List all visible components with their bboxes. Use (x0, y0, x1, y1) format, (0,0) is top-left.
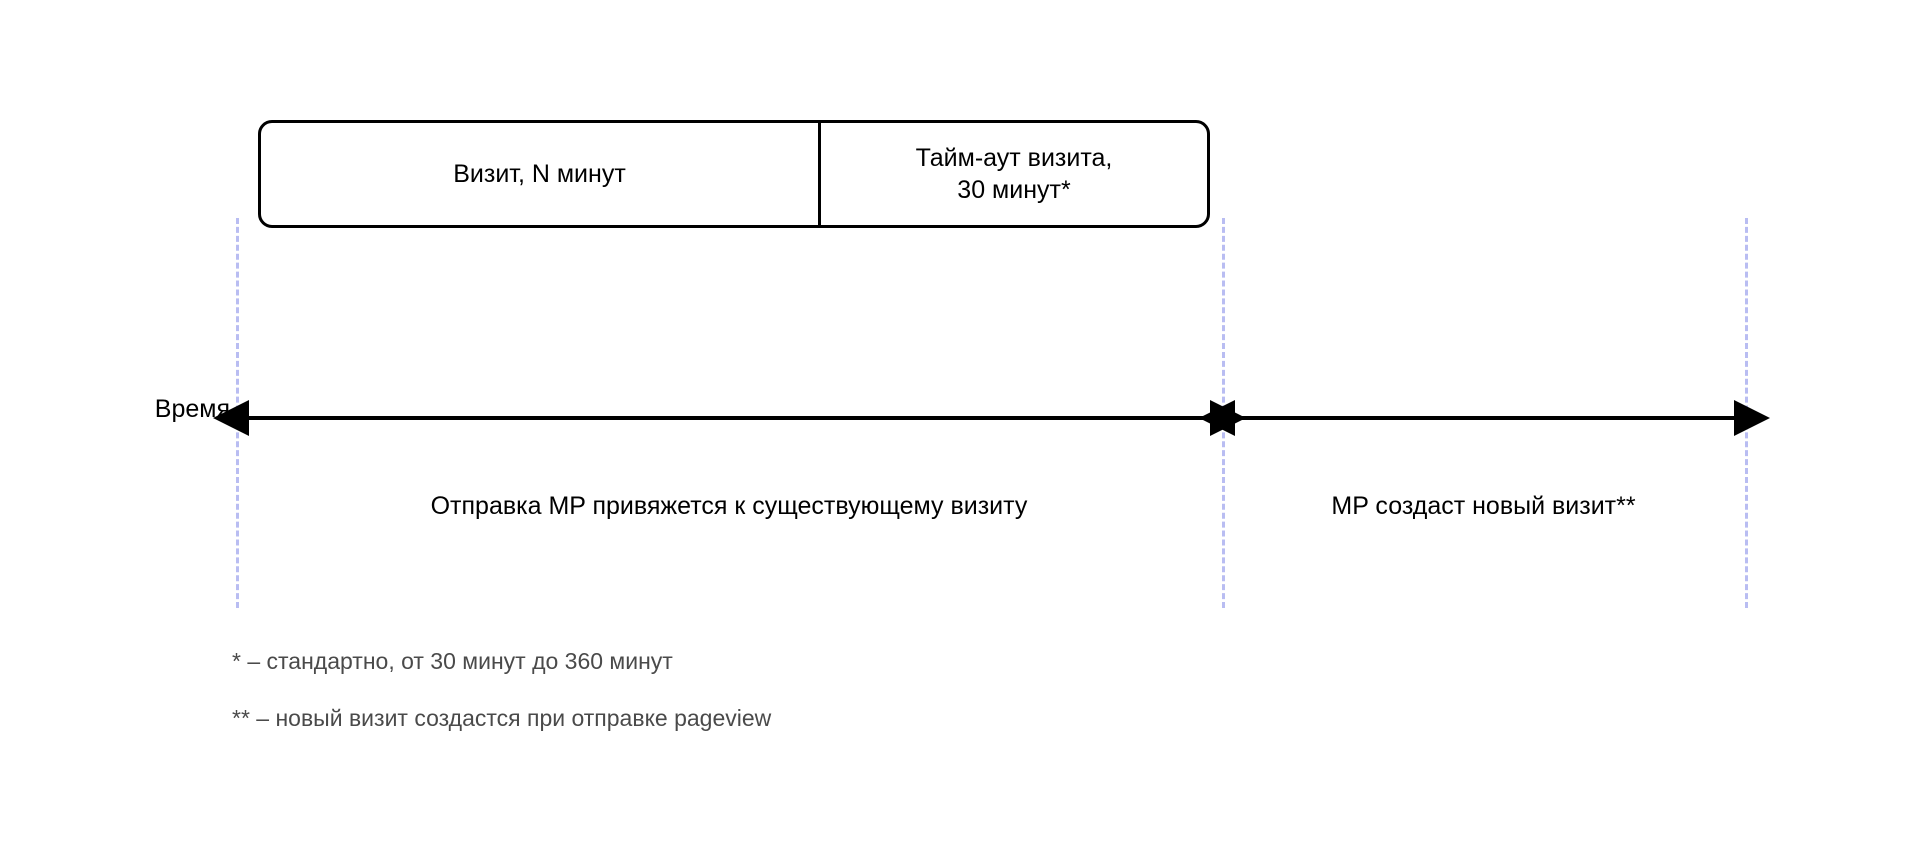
session-cell-timeout: Тайм-аут визита, 30 минут* (915, 144, 1113, 204)
footnote-new-visit-pageview: ** – новый визит создастся при отправке … (232, 705, 772, 731)
guide-line-visit-start (236, 218, 239, 608)
time-axis-arrows (213, 400, 1770, 436)
guide-line-timeline-end (1745, 218, 1748, 608)
guide-line-visit-end (1222, 218, 1225, 608)
caption-existing-visit: Отправка MP привяжется к существующему в… (430, 492, 1028, 520)
footnote-timeout-range: * – стандартно, от 30 минут до 360 минут (232, 648, 673, 674)
caption-new-visit: MP создаст новый визит** (1331, 492, 1636, 520)
session-cell-visit: Визит, N минут (261, 123, 821, 225)
time-axis-label: Время (154, 395, 230, 423)
session-box: Визит, N минут Тайм-аут визита, 30 минут… (258, 120, 1210, 228)
